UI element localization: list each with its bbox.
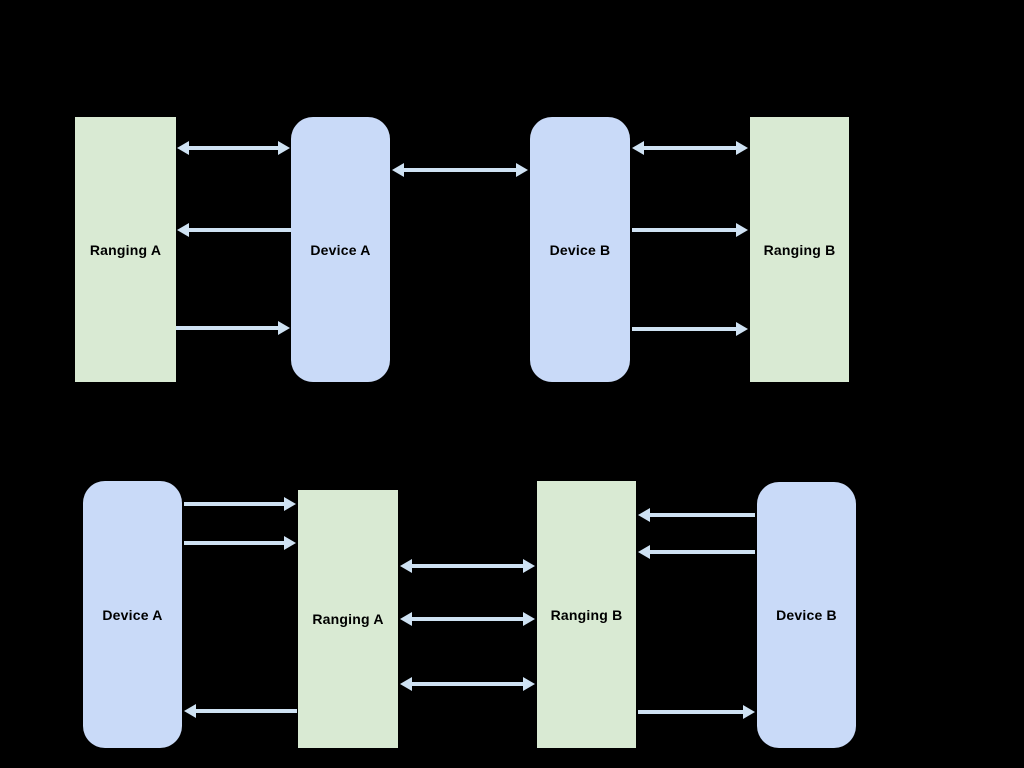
arrow-shaft bbox=[410, 682, 525, 686]
node-top-ranging-a: Ranging A bbox=[75, 117, 176, 382]
arrow-shaft bbox=[648, 513, 755, 517]
arrowhead-left-icon bbox=[392, 163, 404, 177]
arrow-device-a-to-device-b-4 bbox=[392, 162, 528, 178]
arrow-device-b-to-ranging-b-8 bbox=[638, 544, 755, 560]
node-label: Device A bbox=[310, 241, 371, 258]
arrow-ranging-a-to-ranging-b-4 bbox=[400, 611, 535, 627]
arrowhead-right-icon bbox=[284, 536, 296, 550]
arrowhead-left-icon bbox=[638, 545, 650, 559]
arrow-shaft bbox=[194, 709, 297, 713]
arrow-device-a-to-ranging-a-2 bbox=[184, 535, 296, 551]
arrowhead-right-icon bbox=[284, 497, 296, 511]
node-top-device-b: Device B bbox=[530, 117, 630, 382]
arrow-shaft bbox=[184, 502, 286, 506]
node-label: Ranging B bbox=[763, 241, 836, 258]
node-label: Ranging A bbox=[89, 241, 162, 258]
arrowhead-right-icon bbox=[523, 612, 535, 626]
arrow-shaft bbox=[402, 168, 518, 172]
arrow-ranging-a-to-device-a-6 bbox=[184, 703, 297, 719]
node-bottom-device-a: Device A bbox=[83, 481, 182, 748]
arrow-device-a-to-ranging-a-2 bbox=[177, 222, 291, 238]
arrow-shaft bbox=[632, 327, 738, 331]
arrowhead-right-icon bbox=[278, 141, 290, 155]
arrowhead-left-icon bbox=[400, 677, 412, 691]
arrowhead-right-icon bbox=[736, 322, 748, 336]
arrow-device-b-to-ranging-b-7 bbox=[638, 507, 755, 523]
arrow-ranging-a-to-device-a-3 bbox=[176, 320, 290, 336]
node-label: Ranging B bbox=[550, 606, 623, 623]
arrowhead-left-icon bbox=[184, 704, 196, 718]
node-label: Device B bbox=[549, 241, 611, 258]
arrow-ranging-a-to-ranging-b-5 bbox=[400, 676, 535, 692]
arrowhead-right-icon bbox=[736, 141, 748, 155]
arrow-device-b-to-ranging-b-6 bbox=[632, 222, 748, 238]
arrow-device-a-to-ranging-a-1 bbox=[184, 496, 296, 512]
node-label: Device B bbox=[776, 607, 837, 623]
arrow-shaft bbox=[187, 228, 291, 232]
arrowhead-left-icon bbox=[400, 612, 412, 626]
arrow-shaft bbox=[638, 710, 745, 714]
arrowhead-left-icon bbox=[638, 508, 650, 522]
arrow-device-b-to-ranging-b-5 bbox=[632, 140, 748, 156]
arrowhead-right-icon bbox=[516, 163, 528, 177]
arrow-shaft bbox=[184, 541, 286, 545]
arrowhead-left-icon bbox=[177, 223, 189, 237]
arrow-shaft bbox=[187, 146, 280, 150]
node-top-ranging-b: Ranging B bbox=[750, 117, 849, 382]
node-bottom-ranging-a: Ranging A bbox=[298, 490, 398, 748]
arrowhead-right-icon bbox=[278, 321, 290, 335]
node-label: Ranging A bbox=[312, 611, 384, 627]
arrow-shaft bbox=[642, 146, 738, 150]
arrowhead-right-icon bbox=[523, 677, 535, 691]
arrow-ranging-a-to-ranging-b-3 bbox=[400, 558, 535, 574]
arrowhead-right-icon bbox=[736, 223, 748, 237]
arrow-shaft bbox=[410, 564, 525, 568]
arrow-shaft bbox=[410, 617, 525, 621]
arrow-shaft bbox=[648, 550, 755, 554]
arrow-device-b-to-ranging-b-7 bbox=[632, 321, 748, 337]
node-top-device-a: Device A bbox=[291, 117, 390, 382]
node-bottom-device-b: Device B bbox=[757, 482, 856, 748]
arrow-shaft bbox=[632, 228, 738, 232]
arrowhead-left-icon bbox=[632, 141, 644, 155]
arrow-ranging-b-to-device-b-9 bbox=[638, 704, 755, 720]
arrowhead-left-icon bbox=[400, 559, 412, 573]
arrow-ranging-a-to-device-a-1 bbox=[177, 140, 290, 156]
arrow-shaft bbox=[176, 326, 280, 330]
node-bottom-ranging-b: Ranging B bbox=[537, 481, 636, 748]
node-label: Device A bbox=[102, 606, 163, 623]
arrowhead-right-icon bbox=[523, 559, 535, 573]
arrowhead-left-icon bbox=[177, 141, 189, 155]
arrowhead-right-icon bbox=[743, 705, 755, 719]
